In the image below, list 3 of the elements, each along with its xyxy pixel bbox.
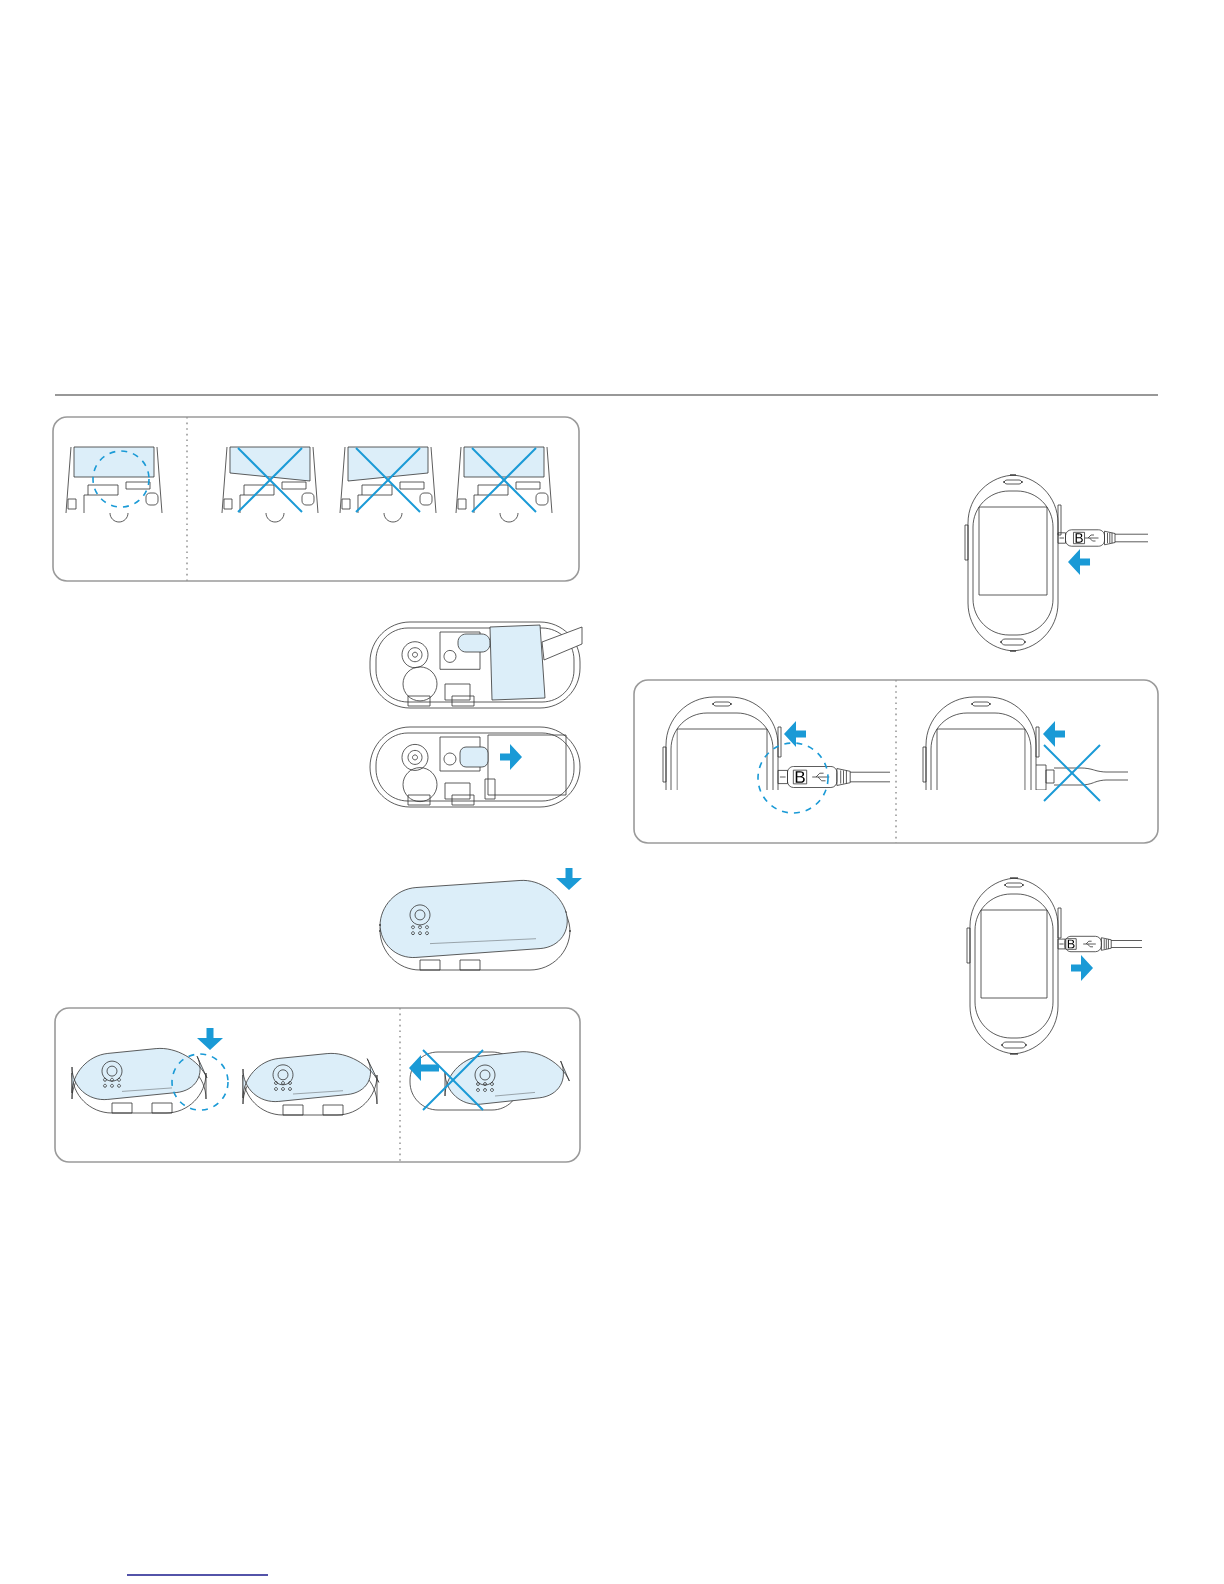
plug-label: B (1073, 531, 1085, 545)
plug-label: B (792, 769, 808, 785)
plug-label: B (1065, 938, 1077, 950)
